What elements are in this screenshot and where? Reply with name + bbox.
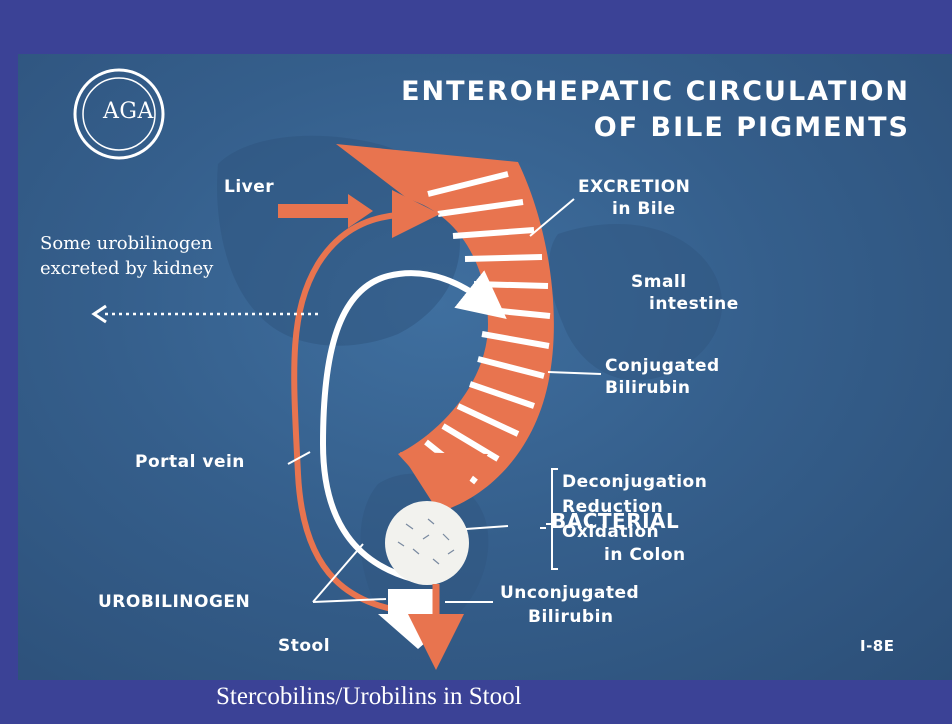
label-conjugated-bilirubin: Bilirubin — [605, 378, 691, 399]
kidney-arrowhead — [94, 306, 106, 322]
logo-text: AGA — [103, 99, 154, 124]
label-unconjugated-bilirubin: Bilirubin — [528, 607, 614, 628]
label-stool: Stool — [278, 636, 330, 657]
label-deconjugation: Deconjugation — [562, 472, 707, 493]
label-reduction: Reduction — [562, 497, 663, 518]
label-urobilinogen: UROBILINOGEN — [98, 592, 250, 613]
title-line-2: OF BILE PIGMENTS — [594, 112, 910, 143]
label-conjugated: Conjugated — [605, 356, 720, 377]
top-band — [0, 0, 952, 54]
kidney-note-line-1: Some urobilinogen — [40, 232, 213, 256]
label-portal-vein: Portal vein — [135, 452, 245, 473]
label-unconjugated: Unconjugated — [500, 583, 639, 604]
label-in-colon: in Colon — [604, 545, 686, 566]
kidney-note-line-2: excreted by kidney — [40, 257, 213, 281]
label-liver: Liver — [224, 177, 274, 198]
label-in-bile: in Bile — [612, 199, 676, 220]
label-intestine: intestine — [649, 294, 739, 315]
title-line-1: ENTEROHEPATIC CIRCULATION — [401, 76, 910, 107]
diagram-graphics — [18, 54, 952, 680]
bacterial-colony — [385, 501, 469, 585]
label-small: Small — [631, 272, 687, 293]
slide-code: I-8E — [860, 637, 895, 655]
diagram-photo: AGA ENTEROHEPATIC CIRCULATION OF BILE PI… — [18, 54, 952, 680]
slide-caption: Stercobilins/Urobilins in Stool — [216, 683, 522, 711]
label-excretion: EXCRETION — [578, 177, 690, 198]
label-oxidation: Oxidation — [562, 522, 659, 543]
